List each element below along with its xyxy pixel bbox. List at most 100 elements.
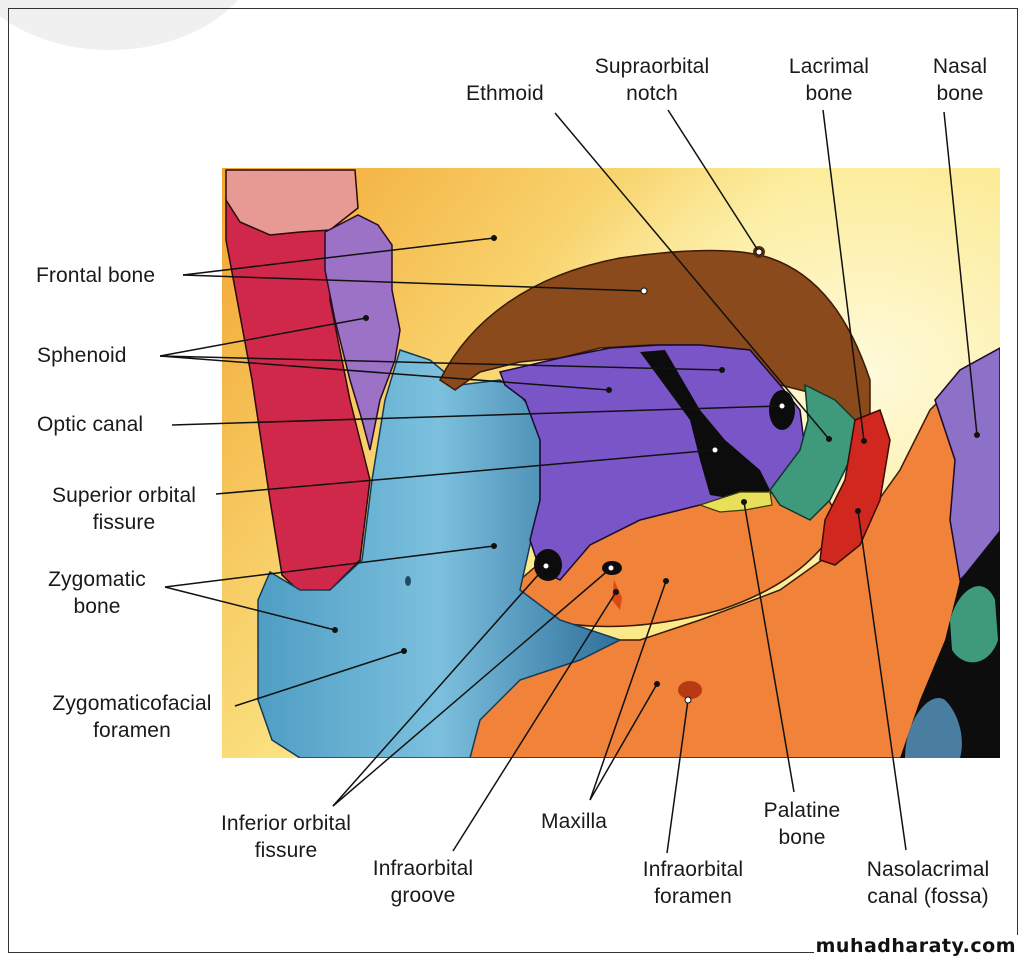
- dot-sphenoid-1: [363, 315, 369, 321]
- dot-palatine: [741, 499, 747, 505]
- label-line: foramen: [93, 719, 171, 742]
- label-line: bone: [805, 82, 853, 105]
- label-superior-orbital-fissure: Superior orbital fissure: [34, 482, 214, 536]
- dot-nasolacrimal: [855, 508, 861, 514]
- dot-sof: [711, 446, 719, 454]
- leader-nasal: [943, 111, 978, 436]
- label-nasolacrimal-canal: Nasolacrimal canal (fossa): [855, 856, 1001, 910]
- label-maxilla-text: Maxilla: [541, 810, 608, 833]
- dot-frontal-2: [640, 287, 648, 295]
- leader-maxilla-2: [589, 683, 658, 801]
- dot-iof-1: [542, 562, 550, 570]
- label-zygomatic-bone: Zygomatic bone: [34, 566, 160, 620]
- label-ethmoid-text: Ethmoid: [466, 82, 544, 105]
- dot-io-foramen: [684, 696, 692, 704]
- watermark: muhadharaty.com: [813, 935, 1018, 957]
- label-line: Zygomaticofacial: [52, 692, 212, 715]
- label-line: groove: [390, 884, 456, 907]
- infraorbital-groove-mark: [612, 580, 622, 610]
- label-sphenoid-text: Sphenoid: [37, 344, 127, 367]
- label-ethmoid: Ethmoid: [466, 80, 544, 107]
- label-line: bone: [73, 595, 121, 618]
- label-infraorbital-groove: Infraorbital groove: [362, 855, 484, 909]
- dot-nasal: [974, 432, 980, 438]
- dot-maxilla-1: [663, 578, 669, 584]
- ethmoid-region: [769, 383, 856, 521]
- pink-bone-region: [225, 169, 359, 236]
- leader-sphenoid-2: [159, 355, 723, 371]
- zygomaticofacial-foramen-mark: [405, 576, 411, 586]
- leader-ethmoid: [554, 112, 830, 440]
- label-optic-canal-text: Optic canal: [37, 413, 144, 436]
- dot-optic-canal: [778, 402, 786, 410]
- leader-frontal-1: [182, 237, 495, 276]
- dot-zygomatic-1: [491, 543, 497, 549]
- label-line: fissure: [92, 511, 156, 534]
- label-nasal-bone: Nasal bone: [918, 53, 1002, 107]
- label-line: Nasolacrimal: [866, 858, 990, 881]
- sphenoid-greater-wing: [324, 214, 401, 451]
- label-maxilla: Maxilla: [541, 808, 607, 835]
- leader-infraorbital-foramen: [666, 699, 689, 854]
- leader-endpoints: [332, 235, 980, 704]
- label-line: Supraorbital: [594, 55, 710, 78]
- leader-sphenoid-3: [159, 355, 610, 391]
- label-sphenoid: Sphenoid: [37, 342, 127, 369]
- leader-zygomatic-1: [164, 545, 495, 588]
- label-zygomaticofacial-foramen: Zygomaticofacial foramen: [34, 690, 230, 744]
- label-line: Nasal: [932, 55, 988, 78]
- leader-inferior-orbital-2: [332, 567, 612, 807]
- label-palatine-bone: Palatine bone: [752, 797, 852, 851]
- dot-frontal-1: [491, 235, 497, 241]
- dot-sphenoid-2: [719, 367, 725, 373]
- leader-zygomaticofacial: [234, 650, 405, 707]
- dot-zf-foramen: [401, 648, 407, 654]
- palatine-region: [698, 491, 773, 513]
- label-line: bone: [936, 82, 984, 105]
- label-lacrimal-bone: Lacrimal bone: [776, 53, 882, 107]
- lacrimal-region: [819, 409, 891, 566]
- label-line: Inferior orbital: [221, 812, 351, 835]
- label-frontal-bone: Frontal bone: [36, 262, 155, 289]
- leader-superior-orbital-fissure: [215, 449, 716, 495]
- superior-orbital-fissure: [640, 350, 770, 500]
- dot-lacrimal: [861, 438, 867, 444]
- leader-lacrimal: [822, 109, 865, 442]
- label-frontal-bone-text: Frontal bone: [36, 264, 156, 287]
- leader-palatine: [743, 501, 795, 793]
- label-line: fissure: [254, 839, 318, 862]
- leader-zygomatic-2: [164, 586, 336, 631]
- leader-lines: [159, 109, 978, 854]
- dot-supraorbital: [755, 248, 763, 256]
- label-line: foramen: [654, 885, 732, 908]
- label-optic-canal: Optic canal: [37, 411, 143, 438]
- label-line: Zygomatic: [48, 568, 146, 591]
- label-infraorbital-foramen: Infraorbital foramen: [632, 856, 754, 910]
- dot-io-groove: [613, 589, 619, 595]
- infraorbital-foramen-mark: [678, 681, 702, 699]
- label-line: notch: [626, 82, 678, 105]
- label-line: canal (fossa): [867, 885, 989, 908]
- nasal-concha-green: [950, 586, 998, 663]
- optic-canal: [769, 390, 795, 430]
- label-supraorbital-notch: Supraorbital notch: [584, 53, 720, 107]
- leader-optic-canal: [171, 405, 781, 426]
- nasal-concha-blue: [905, 698, 962, 758]
- label-line: Palatine: [763, 799, 841, 822]
- label-line: Infraorbital: [642, 858, 744, 881]
- figure-frame: [8, 8, 1018, 953]
- leader-maxilla-1: [589, 580, 667, 801]
- dot-sphenoid-3: [606, 387, 612, 393]
- dot-zygomatic-2: [332, 627, 338, 633]
- leader-inferior-orbital-1: [332, 565, 547, 807]
- dot-iof-2: [607, 564, 615, 572]
- label-line: Infraorbital: [372, 857, 474, 880]
- label-inferior-orbital-fissure: Inferior orbital fissure: [206, 810, 366, 864]
- label-line: Superior orbital: [51, 484, 196, 507]
- dot-ethmoid: [826, 436, 832, 442]
- leader-nasolacrimal: [857, 510, 907, 851]
- label-line: Lacrimal: [788, 55, 870, 78]
- label-line: bone: [778, 826, 826, 849]
- leader-frontal-2: [182, 274, 645, 292]
